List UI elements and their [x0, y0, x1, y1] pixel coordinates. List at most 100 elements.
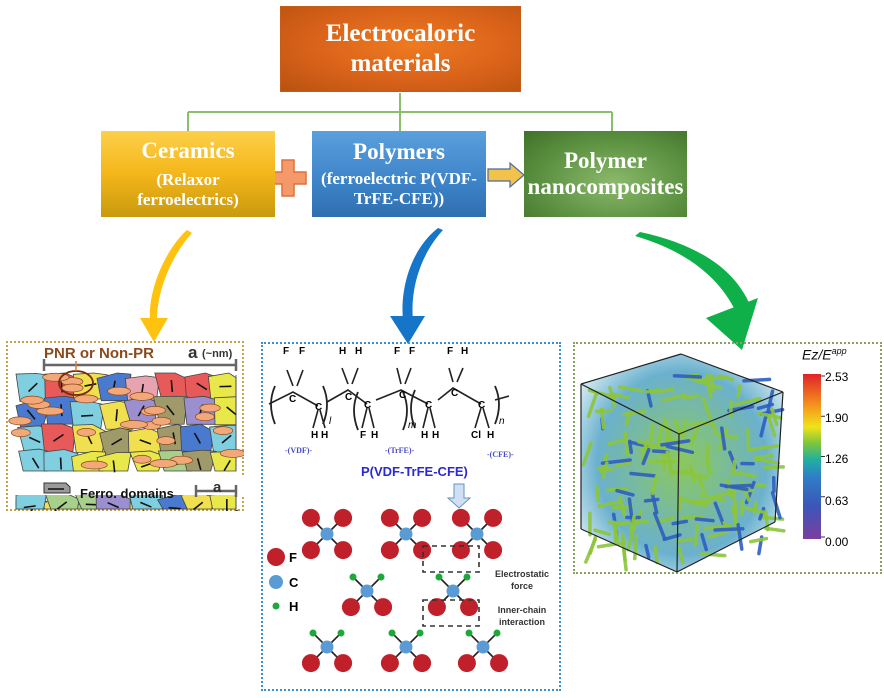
link-top-1: H [339, 346, 347, 357]
nanofiber [719, 426, 727, 451]
nanofiber [649, 422, 655, 443]
legend-fluorine-icon [267, 548, 285, 566]
ceramics-box: Ceramics (Relaxor ferroelectrics) [101, 131, 275, 217]
backbone-bonds [268, 367, 510, 429]
nanofiber [650, 491, 659, 515]
hydrogen-atom [377, 573, 385, 581]
polarization-arrow [170, 380, 174, 393]
field-cube-svg [580, 353, 825, 573]
ceramics-title: Ceramics [141, 138, 235, 163]
nanofiber [623, 431, 630, 456]
fluorine-atom [490, 654, 509, 673]
fluorine-atom [334, 508, 353, 527]
nanofiber [701, 396, 712, 420]
cube-edge [580, 528, 678, 573]
nanofiber [581, 441, 593, 467]
nanofiber [587, 388, 617, 400]
polar-nanoregion [149, 459, 178, 468]
nanofiber [629, 471, 657, 478]
polarization-arrow [166, 404, 175, 416]
nanofiber [607, 437, 629, 446]
polarization-arrow [115, 409, 118, 422]
down-arrow-icon [446, 483, 472, 509]
link2-bottom-2: H [432, 430, 440, 441]
ferro-domain-icon [43, 482, 71, 494]
copolymer-name: P(VDF-TrFE-CFE) [361, 464, 468, 479]
nanofiber [640, 445, 655, 451]
nanofiber [753, 453, 774, 460]
nanofiber [649, 387, 675, 395]
fluorine-atom [427, 598, 446, 617]
polarization-arrow [140, 501, 152, 508]
cube-edge [678, 391, 784, 435]
legend-c-label: C [289, 575, 299, 590]
nanofiber [730, 470, 757, 479]
colorbar-title-sup: app [831, 346, 847, 356]
polarization-arrow [234, 509, 239, 511]
nanofiber [718, 374, 735, 382]
polar-nanoregion [10, 428, 31, 438]
legend-f-label: F [289, 550, 297, 565]
nanofiber [676, 495, 682, 512]
nanofiber [614, 460, 631, 468]
polarization-arrow [192, 501, 204, 511]
nanofiber [694, 375, 725, 383]
polarization-arrow [196, 382, 208, 391]
polar-nanoregion [151, 416, 172, 426]
electrostatic-force-box [422, 545, 480, 573]
inner-chain-label-2: interaction [498, 617, 545, 627]
nanofiber [742, 377, 772, 383]
nanofiber [753, 457, 780, 465]
nanofiber [763, 510, 770, 532]
carbon-vdf-1: C [289, 394, 297, 405]
vdf-top-2: F [299, 346, 306, 357]
hydrogen-atom [463, 573, 471, 581]
ferro-domains-label: Ferro. domains [80, 486, 174, 501]
polarization-arrow [84, 383, 97, 387]
nanofiber [770, 406, 779, 427]
electrostatic-label-1: Electrostatic [494, 569, 550, 579]
arrow-right-icon [487, 161, 525, 189]
inner-chain-label-1: Inner-chain [497, 605, 547, 615]
fluorine-atom [484, 541, 503, 560]
fluorine-atom [301, 541, 320, 560]
nanofiber [732, 459, 737, 476]
nanofiber [693, 473, 709, 479]
nanofiber [672, 374, 703, 379]
scale-a-bottom: a [213, 479, 222, 496]
nanofiber [764, 526, 786, 533]
nano-title-line1: Polymer [563, 148, 647, 173]
polarization-arrow [28, 382, 38, 393]
nanofiber [622, 409, 646, 417]
nanofiber [601, 461, 609, 479]
nanofiber [595, 484, 601, 503]
polymers-title: Polymers [353, 139, 445, 164]
brackets [270, 385, 500, 431]
polarization-arrow [139, 439, 152, 445]
polarization-arrow [172, 432, 177, 445]
hydrogen-atom [349, 573, 357, 581]
fluorine-atom [301, 654, 320, 673]
nanofiber [653, 545, 659, 565]
nanofiber [709, 373, 715, 393]
nanofiber [704, 373, 713, 399]
lattice-svg [267, 483, 509, 673]
polymers-box: Polymers (ferroelectric P(VDF- TrFE-CFE)… [312, 131, 486, 217]
hydrogen-atom [337, 629, 345, 637]
polar-nanoregion [195, 412, 215, 422]
nanocomposite-field-panel: Ez/Eapp 2.53 1.90 1.26 0.63 0.00 [573, 342, 882, 574]
nanofiber [677, 546, 685, 565]
nanofiber [617, 385, 644, 393]
polarization-arrow [56, 501, 68, 510]
vdf-top-1: F [283, 346, 290, 357]
cfe-top-1: F [447, 346, 454, 357]
cube-edge [680, 353, 784, 393]
cube-edge [676, 521, 776, 573]
carbon-trfe-1: C [364, 400, 372, 411]
polar-nanoregion [129, 392, 155, 401]
nanofiber [611, 520, 620, 542]
carbon-atom [360, 584, 374, 598]
nanofiber [665, 450, 674, 476]
hydrogen-atom [465, 629, 473, 637]
nanofiber [759, 413, 768, 438]
